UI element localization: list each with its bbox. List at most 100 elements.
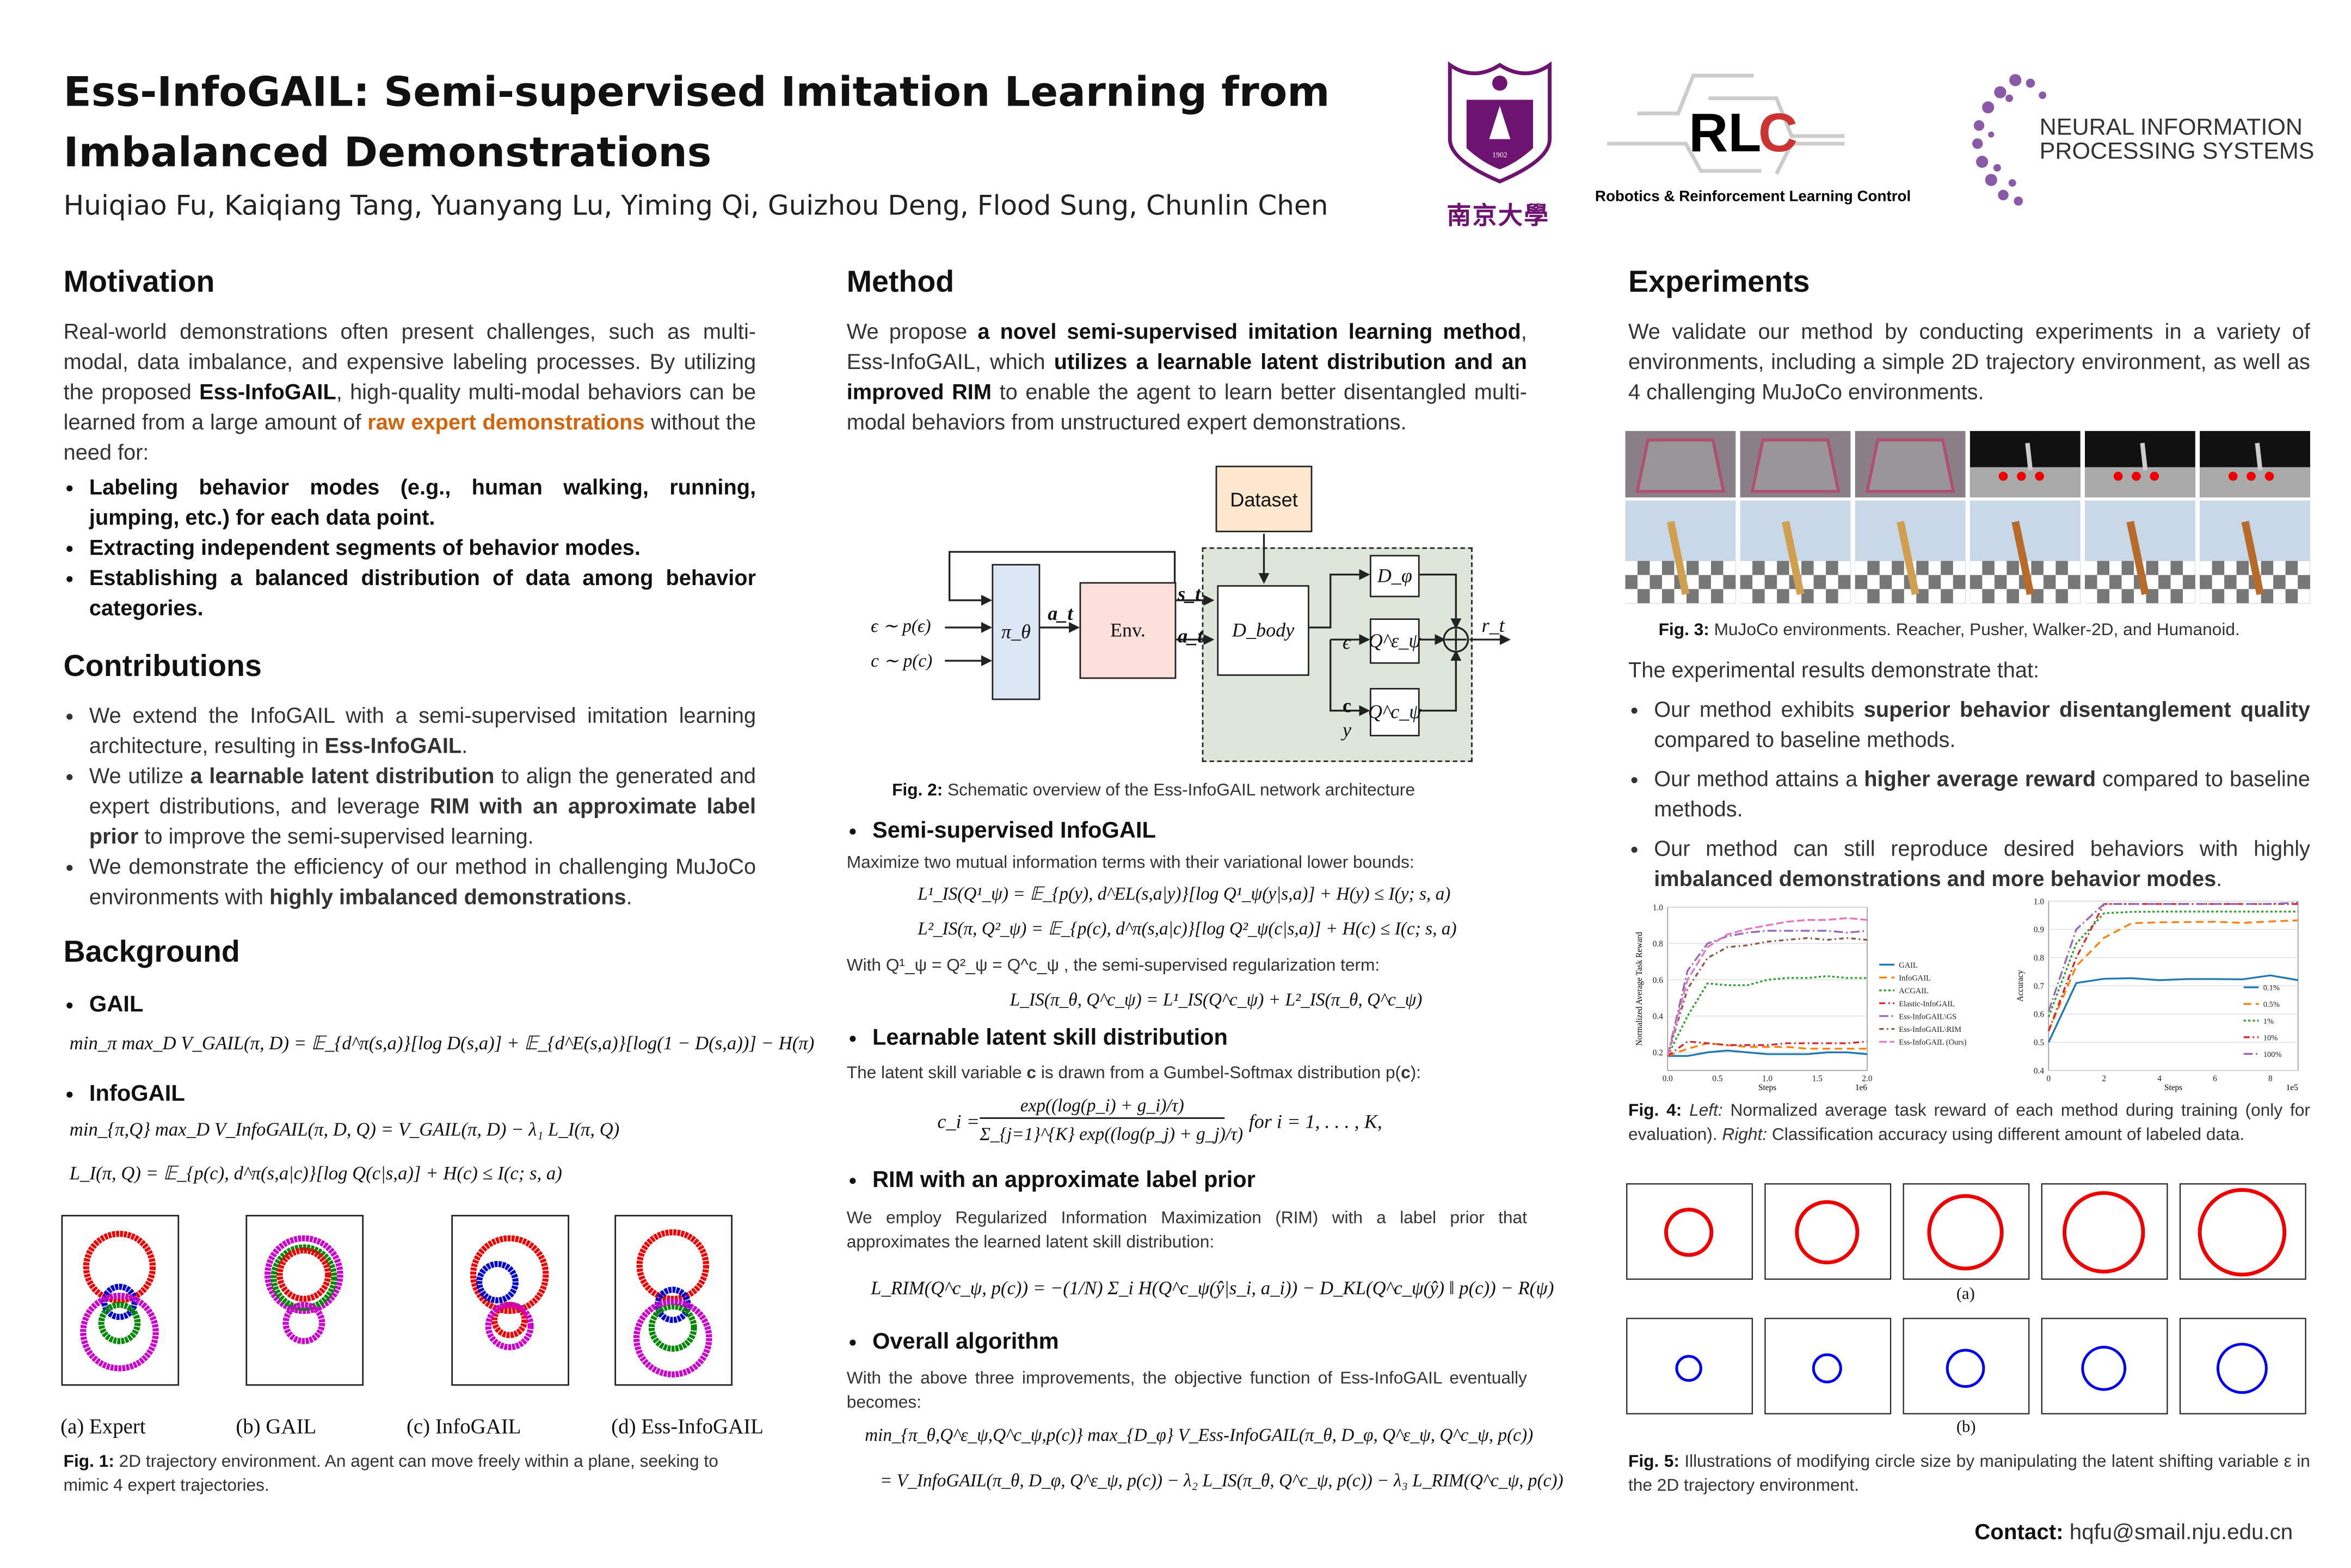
s1-equation-3: L_IS(π_θ, Q^c_ψ) = L¹_IS(Q^c_ψ) + L²_IS(… <box>1010 988 1423 1010</box>
svg-text:C: C <box>1758 102 1798 163</box>
fig5-caption: Fig. 5: Illustrations of modifying circl… <box>1628 1453 2310 1496</box>
emphasis-text: RIM with an approximate label prior <box>89 795 756 850</box>
text-segment: ): <box>1410 1064 1421 1083</box>
neurips-line1: NEURAL INFORMATION <box>2039 115 2303 141</box>
trajectory-panel <box>451 1215 569 1386</box>
x-tick-label: 0.5 <box>1712 1074 1722 1083</box>
checker <box>1723 589 1735 604</box>
series-line-elastic-infogail <box>1667 1040 1868 1057</box>
checker <box>1867 575 1880 589</box>
background-heading: Background <box>63 936 240 969</box>
contributions-heading: Contributions <box>63 650 262 684</box>
infogail-label: InfoGAIL <box>89 1080 185 1110</box>
checker <box>2109 589 2122 604</box>
checker <box>1661 575 1675 589</box>
fig1-trajectories <box>60 1214 764 1388</box>
emphasis-text: c <box>1026 1064 1037 1083</box>
text-segment: compared to baseline methods. <box>1654 729 1956 753</box>
s3-text: We employ Regularized Information Maximi… <box>846 1209 1527 1252</box>
x-tick-label: 1.5 <box>1812 1074 1823 1083</box>
legend-entry: Ess-InfoGAIL (Ours) <box>1899 1038 1966 1047</box>
emphasis-text: highly imbalanced demonstrations <box>269 886 626 911</box>
checker <box>1764 561 1777 575</box>
agent <box>2140 442 2148 471</box>
panel-frame <box>1903 1318 2030 1415</box>
x-axis-label: Steps <box>1758 1083 1776 1092</box>
checker <box>1941 575 1953 589</box>
checker <box>1826 575 1838 589</box>
fig1-label-ess-infogail: (d) Ess-InfoGAIL <box>611 1417 764 1440</box>
checker <box>2158 589 2171 604</box>
result-item: Our method attains a higher average rewa… <box>1654 765 2310 826</box>
checker <box>2146 575 2159 589</box>
x-axis-label: Steps <box>2164 1083 2182 1092</box>
robot-body <box>2241 521 2264 595</box>
floor <box>1970 467 2081 497</box>
red-circle-trajectory <box>1927 1194 2004 1271</box>
target <box>2035 471 2044 481</box>
result-item: Our method exhibits superior behavior di… <box>1654 696 2310 756</box>
x-tick-label: 4 <box>2157 1074 2162 1083</box>
checker <box>2121 575 2134 589</box>
svg-text:RL: RL <box>1689 102 1761 163</box>
checker <box>1625 561 1638 575</box>
checker <box>2224 589 2237 604</box>
checker <box>1970 561 1983 575</box>
series-line-0-5- <box>2047 919 2298 1031</box>
legend-entry: GAIL <box>1899 961 1917 970</box>
env-thumbnail-top <box>1740 431 1851 497</box>
floor <box>2085 467 2195 497</box>
x-multiplier: 1e6 <box>1855 1083 1867 1092</box>
overall-algorithm-heading: Overall algorithm <box>872 1327 1059 1358</box>
x-multiplier: 1e5 <box>2286 1083 2298 1092</box>
text-segment: compared to baseline methods. <box>1654 768 2310 823</box>
checker <box>2224 561 2237 575</box>
trajectory-loop <box>264 1235 343 1314</box>
infogail-equation-1: min_{π,Q} max_D V_InfoGAIL(π, D, Q) = V_… <box>69 1118 620 1140</box>
blue-circle-trajectory <box>2081 1345 2127 1391</box>
fig4-caption: Fig. 4: Left: Normalized average task re… <box>1628 1102 2310 1145</box>
emphasis-text: utilizes a learnable latent distribution… <box>846 351 1527 405</box>
text-segment: We propose <box>846 320 978 345</box>
checker <box>1838 589 1851 604</box>
checker <box>1994 589 2007 604</box>
checker <box>1710 575 1724 589</box>
text-segment: The latent skill variable <box>846 1064 1027 1083</box>
contact-email[interactable]: hqfu@smail.nju.edu.cn <box>2069 1521 2293 1546</box>
q-eps-box: Q^ε_ψ <box>1369 618 1421 664</box>
eps-label: ϵ <box>1342 630 1351 654</box>
series-line-infogail <box>1667 1042 1867 1057</box>
motivation-list: Labeling behavior modes (e.g., human wal… <box>64 474 756 625</box>
robot-body <box>2011 521 2034 595</box>
env-box: Env. <box>1079 582 1177 679</box>
text-segment: . <box>461 735 468 759</box>
text-segment: to align the generated and expert distri… <box>89 765 756 820</box>
target <box>2264 471 2274 481</box>
legend-entry: Ess-InfoGAIL\GS <box>1899 1012 1956 1021</box>
s2-for-clause: for i = 1, . . . , K, <box>1248 1110 1382 1133</box>
checker <box>2085 589 2097 604</box>
checker <box>2183 561 2195 575</box>
text-segment: Real-world demonstrations often present … <box>63 320 756 405</box>
panel-frame <box>1903 1183 2030 1280</box>
panel-frame <box>1626 1183 1753 1280</box>
legend-entry: Ess-InfoGAIL\RIM <box>1899 1025 1961 1034</box>
checker <box>2055 575 2068 589</box>
env-thumbnail-top <box>1855 431 1966 497</box>
y-tick-label: 0.7 <box>2034 982 2044 991</box>
y-axis-label: Accuracy <box>2016 970 2025 1002</box>
emphasis-text: higher average reward <box>1864 768 2096 792</box>
blue-circle-trajectory <box>2216 1343 2268 1394</box>
policy-box: π_θ <box>992 564 1041 700</box>
contribution-item: We utilize a learnable latent distributi… <box>89 762 756 853</box>
state-label: s_t <box>1178 582 1201 605</box>
robot-body <box>2126 521 2149 595</box>
s2-numerator: exp((log(p_i) + g_i)/τ) <box>980 1094 1225 1119</box>
result-item: Our method can still reproduce desired b… <box>1654 835 2310 895</box>
emphasis-text: a novel semi-supervised imitation learni… <box>977 320 1521 345</box>
checker <box>1813 561 1826 575</box>
checker <box>1994 561 2007 575</box>
action-label: a_t <box>1048 601 1073 625</box>
checker <box>2170 575 2183 589</box>
